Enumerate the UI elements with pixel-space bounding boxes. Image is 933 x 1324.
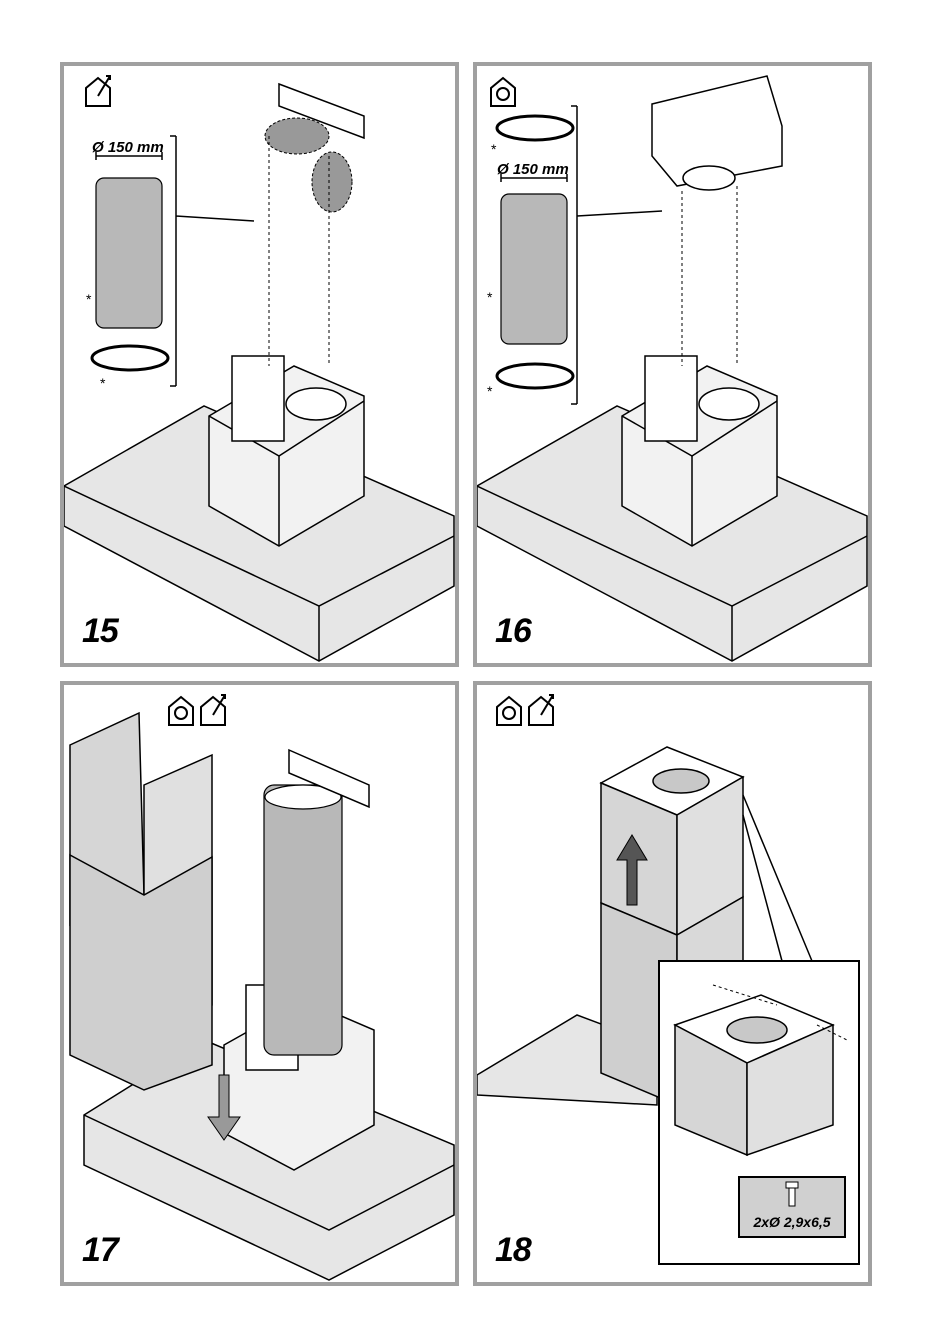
step-17-panel: 17	[60, 681, 459, 1286]
step-17-illustration	[64, 685, 455, 1282]
hose-clamp	[497, 364, 573, 388]
flexible-duct	[96, 178, 162, 328]
asterisk-mark: *	[487, 289, 493, 305]
ducted-house-icon	[529, 695, 553, 725]
air-deflector	[652, 76, 782, 190]
ducted-house-icon	[86, 76, 110, 106]
chimney-cover	[70, 713, 212, 1090]
flexible-duct	[264, 785, 342, 1055]
step-16-panel: Ø 150 mm * * * 16	[473, 62, 872, 667]
asterisk-mark: *	[487, 383, 493, 399]
recirculation-house-icon	[169, 697, 193, 725]
hose-clamp	[497, 116, 573, 140]
step-number: 17	[82, 1231, 118, 1270]
flexible-duct	[501, 194, 567, 344]
step-number: 18	[495, 1231, 531, 1270]
step-15-panel: Ø 150 mm * * 15	[60, 62, 459, 667]
diameter-label: Ø 150 mm	[497, 161, 569, 178]
screw-spec-box: 2xØ 2,9x6,5	[738, 1176, 846, 1238]
screw-label: 2xØ 2,9x6,5	[740, 1214, 844, 1230]
asterisk-mark: *	[491, 141, 497, 157]
asterisk-mark: *	[86, 291, 92, 307]
step-number: 15	[82, 612, 118, 651]
recirculation-house-icon	[491, 78, 515, 106]
duct-outline-top	[265, 118, 329, 154]
detail-chimney-top	[675, 995, 833, 1155]
step-number: 16	[495, 612, 531, 651]
recirculation-house-icon	[497, 697, 521, 725]
step-16-illustration: Ø 150 mm * * *	[477, 66, 868, 663]
duct-outline-side	[312, 152, 352, 212]
diameter-label: Ø 150 mm	[92, 139, 164, 156]
step-15-illustration: Ø 150 mm * *	[64, 66, 455, 663]
hose-clamp	[92, 346, 168, 370]
asterisk-mark: *	[100, 375, 106, 391]
step-18-panel: 2xØ 2,9x6,5 18	[473, 681, 872, 1286]
screw-icon	[740, 1178, 844, 1212]
ducted-house-icon	[201, 695, 225, 725]
